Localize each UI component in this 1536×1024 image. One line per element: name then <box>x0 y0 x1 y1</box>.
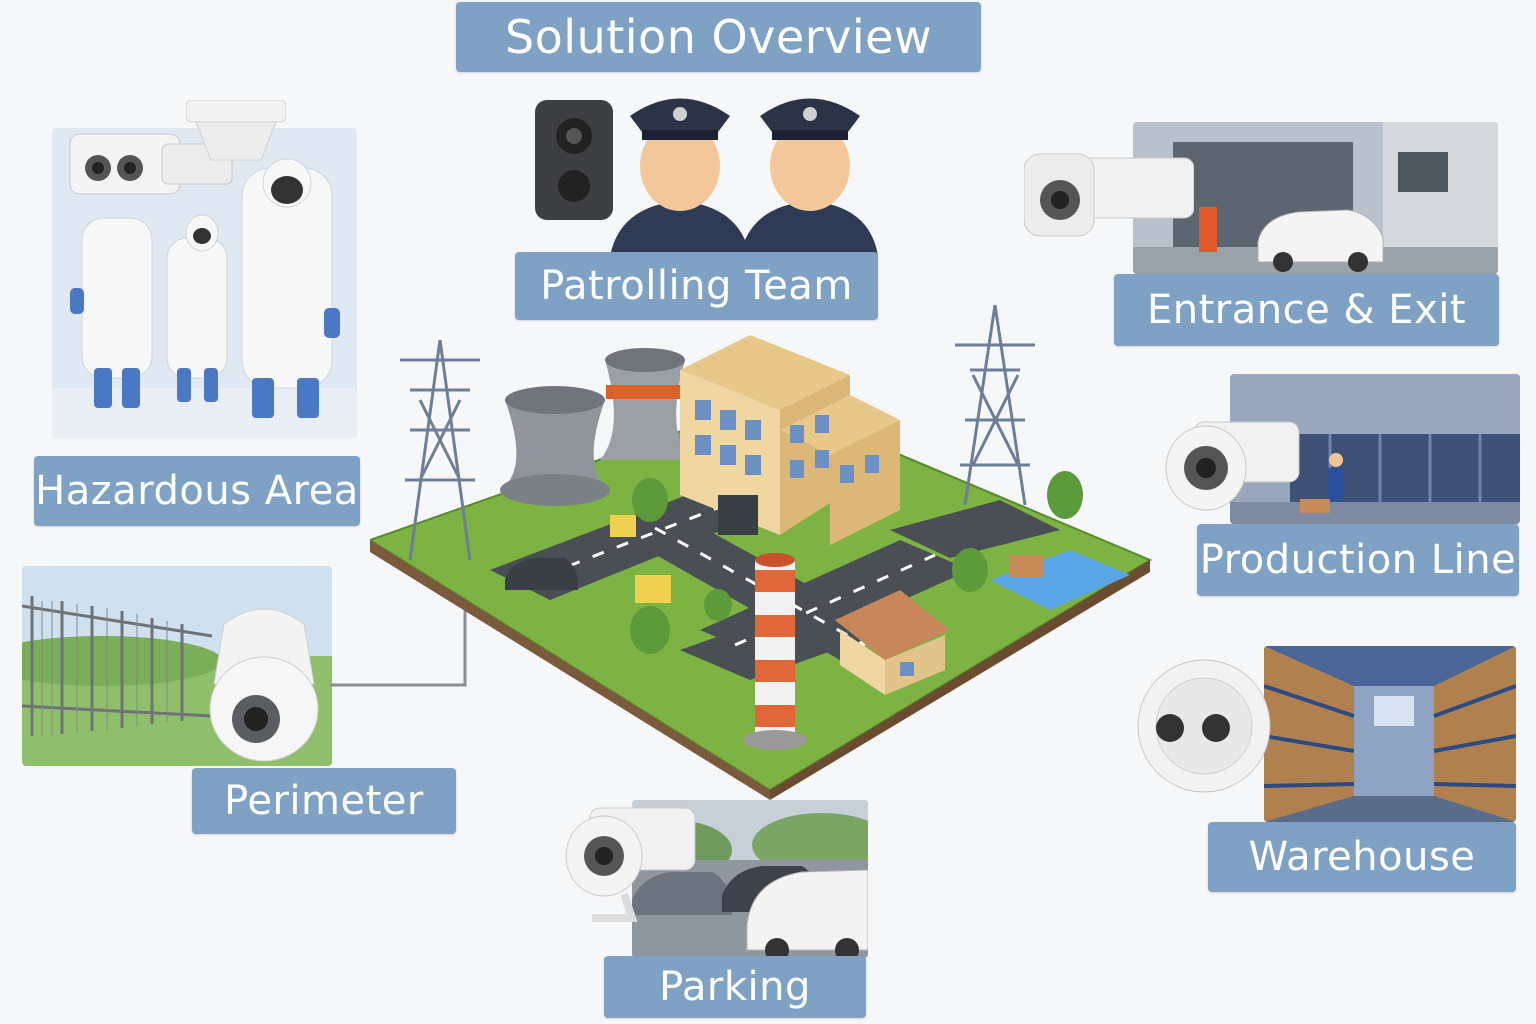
car-icon <box>632 866 868 958</box>
car-icon <box>1257 209 1384 272</box>
hazardous-area-label: Hazardous Area <box>34 456 360 526</box>
patrolling-team-label: Patrolling Team <box>515 252 878 320</box>
thermal-camera-icon <box>69 133 233 195</box>
tree-icon <box>630 471 1083 654</box>
office-building-icon <box>680 335 900 545</box>
guard-figure-2 <box>740 98 878 256</box>
industrial-site-illustration <box>370 300 1160 800</box>
production-line-illustration <box>1230 374 1520 524</box>
page-title: Solution Overview <box>456 2 981 72</box>
power-tower-icon <box>955 304 1035 506</box>
house-icon <box>835 590 950 695</box>
bullet-camera-icon <box>1024 150 1194 240</box>
bullet-camera-icon <box>1164 416 1304 516</box>
body-camera-icon <box>535 100 613 220</box>
guard-figure-1 <box>610 98 750 256</box>
chimney-icon <box>743 553 807 750</box>
fence-icon <box>22 596 213 736</box>
perimeter-label: Perimeter <box>192 768 456 834</box>
cooling-tower-icon <box>600 348 690 460</box>
power-tower-icon <box>400 339 480 561</box>
warehouse-illustration <box>1264 646 1516 822</box>
bullet-camera-icon <box>562 806 702 922</box>
perimeter-connector-line <box>330 610 470 690</box>
hazardous-area-illustration <box>52 128 357 438</box>
car-icon <box>505 558 578 590</box>
parking-illustration <box>632 800 868 958</box>
parking-label: Parking <box>604 956 866 1018</box>
patrolling-team-illustration <box>530 86 880 256</box>
production-line-label: Production Line <box>1197 524 1519 596</box>
dome-camera-icon <box>186 100 286 170</box>
turret-camera-icon <box>1136 656 1276 796</box>
warehouse-label: Warehouse <box>1208 822 1516 892</box>
entrance-exit-label: Entrance & Exit <box>1114 274 1499 346</box>
cooling-tower-icon <box>500 386 610 506</box>
ptz-camera-icon <box>204 604 324 764</box>
